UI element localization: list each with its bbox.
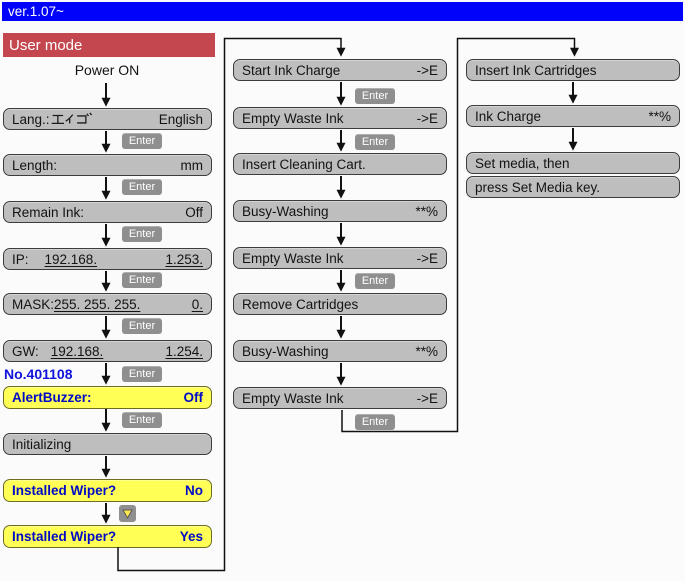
enter-key-badge: Enter (122, 133, 162, 149)
lcd-box-set-media-line1: Set media, then (466, 152, 680, 174)
remain-ink-value: Off (185, 204, 203, 220)
lcd-box-wiper-no: Installed Wiper? No (3, 479, 212, 502)
box-label: Busy-Washing (242, 203, 329, 219)
length-value: mm (180, 157, 204, 173)
box-label: Insert Cleaning Cart. (242, 156, 366, 172)
box-value: **% (415, 203, 438, 219)
ip-octets-2: 1.253. (165, 251, 203, 267)
box-label: Empty Waste Ink (242, 390, 344, 406)
enter-key-badge: Enter (122, 318, 162, 334)
lcd-box-busy-washing-1: Busy-Washing **% (233, 200, 447, 222)
box-value: ->E (416, 390, 438, 406)
ip-octets-1: 192.168. (44, 251, 98, 267)
enter-key-badge: Enter (355, 88, 395, 104)
lcd-box-mask: MASK: 255. 255. 255. 0. (3, 293, 212, 315)
wiper-yes-value: Yes (179, 529, 203, 544)
lcd-box-empty-waste-ink-3: Empty Waste Ink ->E (233, 387, 447, 409)
lcd-box-busy-washing-2: Busy-Washing **% (233, 340, 447, 362)
box-label: Empty Waste Ink (242, 250, 344, 266)
version-text: ver.1.07~ (8, 4, 64, 19)
wiper-no-label: Installed Wiper? (12, 483, 117, 498)
enter-key-badge: Enter (122, 366, 162, 382)
gateway-octets-1: 192.168. (50, 343, 104, 359)
remain-ink-label: Remain Ink: (12, 204, 85, 220)
box-label: Busy-Washing (242, 343, 329, 359)
lcd-box-alert-buzzer: AlertBuzzer: Off (3, 386, 212, 409)
down-arrow-key-badge (119, 505, 136, 522)
mask-octets-2: 0. (191, 296, 203, 312)
box-label: Insert Ink Cartridges (475, 62, 597, 78)
lcd-box-start-ink-charge: Start Ink Charge ->E (233, 59, 447, 81)
lcd-box-empty-waste-ink-2: Empty Waste Ink ->E (233, 247, 447, 269)
box-value: ->E (416, 110, 438, 126)
mask-label: MASK: (12, 296, 55, 312)
lcd-box-empty-waste-ink-1: Empty Waste Ink ->E (233, 107, 447, 129)
down-triangle-icon (122, 509, 133, 520)
box-value: **% (648, 108, 671, 124)
alert-buzzer-label: AlertBuzzer: (12, 390, 92, 405)
power-on-label: Power ON (74, 62, 140, 78)
ip-label: IP: (12, 251, 29, 267)
lcd-box-initializing: Initializing (3, 433, 212, 455)
box-label: Empty Waste Ink (242, 110, 344, 126)
serial-number-label: No.401108 (4, 366, 73, 382)
lcd-box-set-media-line2: press Set Media key. (466, 176, 680, 198)
enter-key-badge: Enter (122, 272, 162, 288)
gateway-label: GW: (12, 343, 39, 359)
initializing-label: Initializing (12, 436, 72, 452)
wiper-yes-label: Installed Wiper? (12, 529, 117, 544)
lcd-box-length: Length: mm (3, 154, 212, 176)
user-mode-header: User mode (3, 33, 215, 57)
lcd-box-wiper-yes: Installed Wiper? Yes (3, 525, 212, 548)
language-value: English (158, 111, 203, 127)
mask-octets-1: 255. 255. 255. (54, 296, 141, 312)
gateway-octets-2: 1.254. (165, 343, 203, 359)
lcd-box-ink-charge: Ink Charge **% (466, 105, 680, 127)
enter-key-badge: Enter (355, 273, 395, 289)
katakana-eigo-glyph (50, 111, 92, 127)
enter-key-badge: Enter (122, 226, 162, 242)
box-label: Ink Charge (475, 108, 542, 124)
box-label: Set media, then (475, 155, 570, 171)
enter-key-badge: Enter (355, 134, 395, 150)
language-label: Lang.: (12, 111, 50, 127)
lcd-box-language: Lang.: English (3, 108, 212, 130)
enter-key-badge: Enter (355, 414, 395, 430)
box-value: ->E (416, 250, 438, 266)
lcd-box-ip: IP: 192.168. 1.253. (3, 248, 212, 270)
version-bar: ver.1.07~ (2, 2, 683, 21)
wiper-no-value: No (185, 483, 203, 498)
enter-key-badge: Enter (122, 412, 162, 428)
box-value: **% (415, 343, 438, 359)
lcd-box-insert-cleaning-cart: Insert Cleaning Cart. (233, 153, 447, 175)
lcd-box-gateway: GW: 192.168. 1.254. (3, 340, 212, 362)
box-label: Start Ink Charge (242, 62, 341, 78)
enter-key-badge: Enter (122, 179, 162, 195)
length-label: Length: (12, 157, 58, 173)
box-label: Remove Cartridges (242, 296, 359, 312)
box-label: press Set Media key. (475, 179, 601, 195)
user-mode-label: User mode (9, 36, 83, 54)
lcd-box-remove-cartridges: Remove Cartridges (233, 293, 447, 315)
alert-buzzer-value: Off (183, 390, 204, 405)
lcd-box-insert-ink-cartridges: Insert Ink Cartridges (466, 59, 680, 81)
box-value: ->E (416, 62, 438, 78)
lcd-box-remain-ink: Remain Ink: Off (3, 201, 212, 223)
